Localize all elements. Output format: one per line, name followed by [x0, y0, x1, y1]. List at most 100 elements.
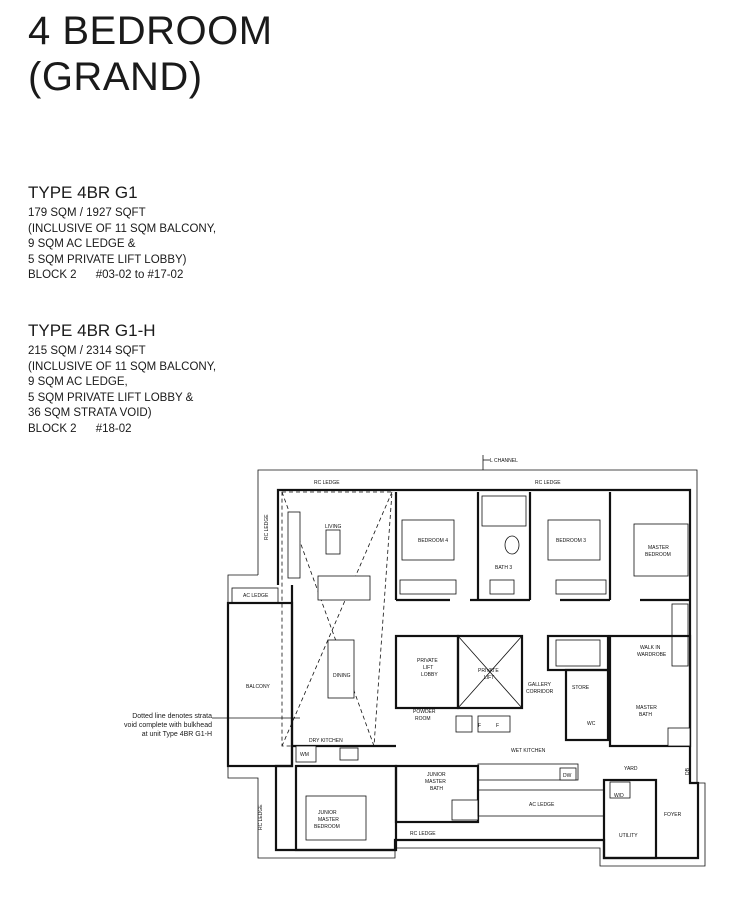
store-room-outline: [564, 668, 610, 742]
unit-type-g1: TYPE 4BR G1 179 SQM / 1927 SQFT (INCLUSI…: [28, 182, 216, 284]
label-f: F: [496, 723, 499, 729]
label-powder-room: POWDER: [413, 709, 436, 715]
label-bath-3: BATH 3: [495, 565, 512, 571]
label-wet-kitchen: WET KITCHEN: [511, 748, 546, 754]
master-bath-outline: [608, 634, 692, 748]
shower-icon: [481, 495, 527, 527]
unit-type-line: BLOCK 2 #03-02 to #17-02: [28, 269, 184, 281]
wardrobe-icon: [555, 579, 607, 595]
utility-outline: [602, 778, 658, 860]
tv-console-icon: [325, 529, 341, 555]
label-rc-ledge: RC LEDGE: [410, 831, 436, 837]
note-line: Dotted line denotes strata: [132, 713, 212, 720]
basin-icon: [489, 579, 515, 595]
unit-type-line: 5 SQM PRIVATE LIFT LOBBY &: [28, 391, 194, 404]
label-dry-kitchen: DRY KITCHEN: [309, 738, 343, 744]
ac-ledge-left-outline: [231, 587, 279, 604]
label-wm: WM: [300, 752, 309, 758]
wardrobe-icon: [399, 579, 457, 595]
label-wd: W/D: [614, 793, 624, 799]
label-walk-in-wardrobe: WALK IN: [640, 645, 661, 651]
strata-void-note: Dotted line denotes strata void complete…: [100, 712, 212, 739]
unit-type-name: TYPE 4BR G1: [28, 183, 138, 202]
washer-dryer-icon: [609, 781, 631, 799]
label-private-lift: LIFT: [484, 675, 494, 681]
label-junior-master-bath: MASTER: [425, 779, 446, 785]
label-rc-ledge: RC LEDGE: [314, 480, 340, 486]
label-junior-master-bath: JUNIOR: [427, 772, 446, 778]
label-foyer: FOYER: [664, 812, 682, 818]
unit-type-line: 9 SQM AC LEDGE,: [28, 376, 128, 388]
outer-ledge-outline: [227, 469, 706, 867]
shaft-icon: [667, 727, 691, 747]
bed-icon: [305, 795, 367, 841]
label-walk-in-wardrobe: WARDROBE: [637, 652, 667, 658]
bed-icon: [547, 519, 601, 561]
label-dw: DW: [563, 773, 572, 779]
shaft-icon: [455, 715, 473, 733]
bed-icon: [633, 523, 689, 577]
label-yard: YARD: [624, 766, 638, 772]
dining-table-icon: [327, 639, 355, 699]
label-private-lift: PRIVATE: [478, 668, 499, 674]
label-living: LIVING: [325, 524, 342, 530]
label-store: STORE: [572, 685, 590, 691]
label-junior-master-bedroom: JUNIOR: [318, 810, 337, 816]
private-lift-outline: [456, 634, 524, 710]
note-line: at unit Type 4BR G1-H: [141, 731, 212, 738]
unit-type-line: (INCLUSIVE OF 11 SQM BALCONY,: [28, 360, 217, 373]
label-rc-ledge: RC LEDGE: [258, 804, 264, 830]
unit-type-line: 179 SQM / 1927 SQFT: [28, 207, 146, 219]
label-gallery-corridor: CORRIDOR: [526, 689, 554, 695]
label-utility: UTILITY: [619, 833, 638, 839]
label-ac-ledge: AC LEDGE: [243, 593, 269, 599]
label-rc-ledge: RC LEDGE: [535, 480, 561, 486]
label-rc-ledge: RC LEDGE: [264, 514, 270, 540]
shelving-icon: [555, 639, 601, 667]
sofa-icon: [317, 575, 371, 601]
unit-type-line: 215 SQM / 2314 SQFT: [28, 345, 146, 357]
page-title: 4 BEDROOM (GRAND): [28, 8, 273, 100]
label-gallery-corridor: GALLERY: [528, 682, 552, 688]
unit-type-line: (INCLUSIVE OF 11 SQM BALCONY,: [28, 222, 217, 235]
label-junior-master-bedroom: MASTER: [318, 817, 339, 823]
title-line-2: (GRAND): [28, 55, 203, 99]
label-dining: DINING: [333, 673, 351, 679]
label-master-bedroom: BEDROOM: [645, 552, 671, 558]
bed-icon: [401, 519, 455, 561]
unit-type-line: 5 SQM PRIVATE LIFT LOBBY): [28, 253, 187, 266]
label-powder-room: ROOM: [415, 716, 431, 722]
label-private-lift-lobby: LOBBY: [421, 672, 438, 678]
sink-icon: [339, 747, 359, 761]
label-private-lift-lobby: LIFT: [423, 665, 433, 671]
label-private-lift-lobby: PRIVATE: [417, 658, 438, 664]
label-wc: WC: [587, 721, 596, 727]
label-l-channel: L CHANNEL: [490, 458, 518, 464]
label-f: F: [478, 723, 481, 729]
lift-cross-line: [457, 635, 523, 709]
label-master-bath: MASTER: [636, 705, 657, 711]
unit-type-line: 9 SQM AC LEDGE &: [28, 238, 136, 250]
toilet-icon: [504, 535, 520, 555]
unit-type-g1-h: TYPE 4BR G1-H 215 SQM / 2314 SQFT (INCLU…: [28, 320, 216, 437]
unit-type-line: 36 SQM STRATA VOID): [28, 407, 152, 419]
label-bedroom-4: BEDROOM 4: [418, 538, 448, 544]
label-master-bedroom: MASTER: [648, 545, 669, 551]
note-line: void complete with bulkhead: [124, 722, 212, 729]
washer-icon: [295, 745, 317, 763]
label-junior-master-bedroom: BEDROOM: [314, 824, 340, 830]
label-balcony: BALCONY: [246, 684, 271, 690]
label-master-bath: BATH: [639, 712, 652, 718]
label-db: DB: [685, 767, 691, 775]
shaft-icon: [451, 799, 479, 821]
label-junior-master-bath: BATH: [430, 786, 443, 792]
dishwasher-icon: [559, 767, 577, 781]
unit-type-line: BLOCK 2 #18-02: [28, 422, 132, 435]
label-bedroom-3: BEDROOM 3: [556, 538, 586, 544]
title-line-1: 4 BEDROOM: [28, 9, 273, 53]
fridge-icon: [477, 715, 511, 733]
label-ac-ledge: AC LEDGE: [529, 802, 555, 808]
window-seat-icon: [287, 511, 301, 579]
unit-type-name: TYPE 4BR G1-H: [28, 321, 156, 340]
